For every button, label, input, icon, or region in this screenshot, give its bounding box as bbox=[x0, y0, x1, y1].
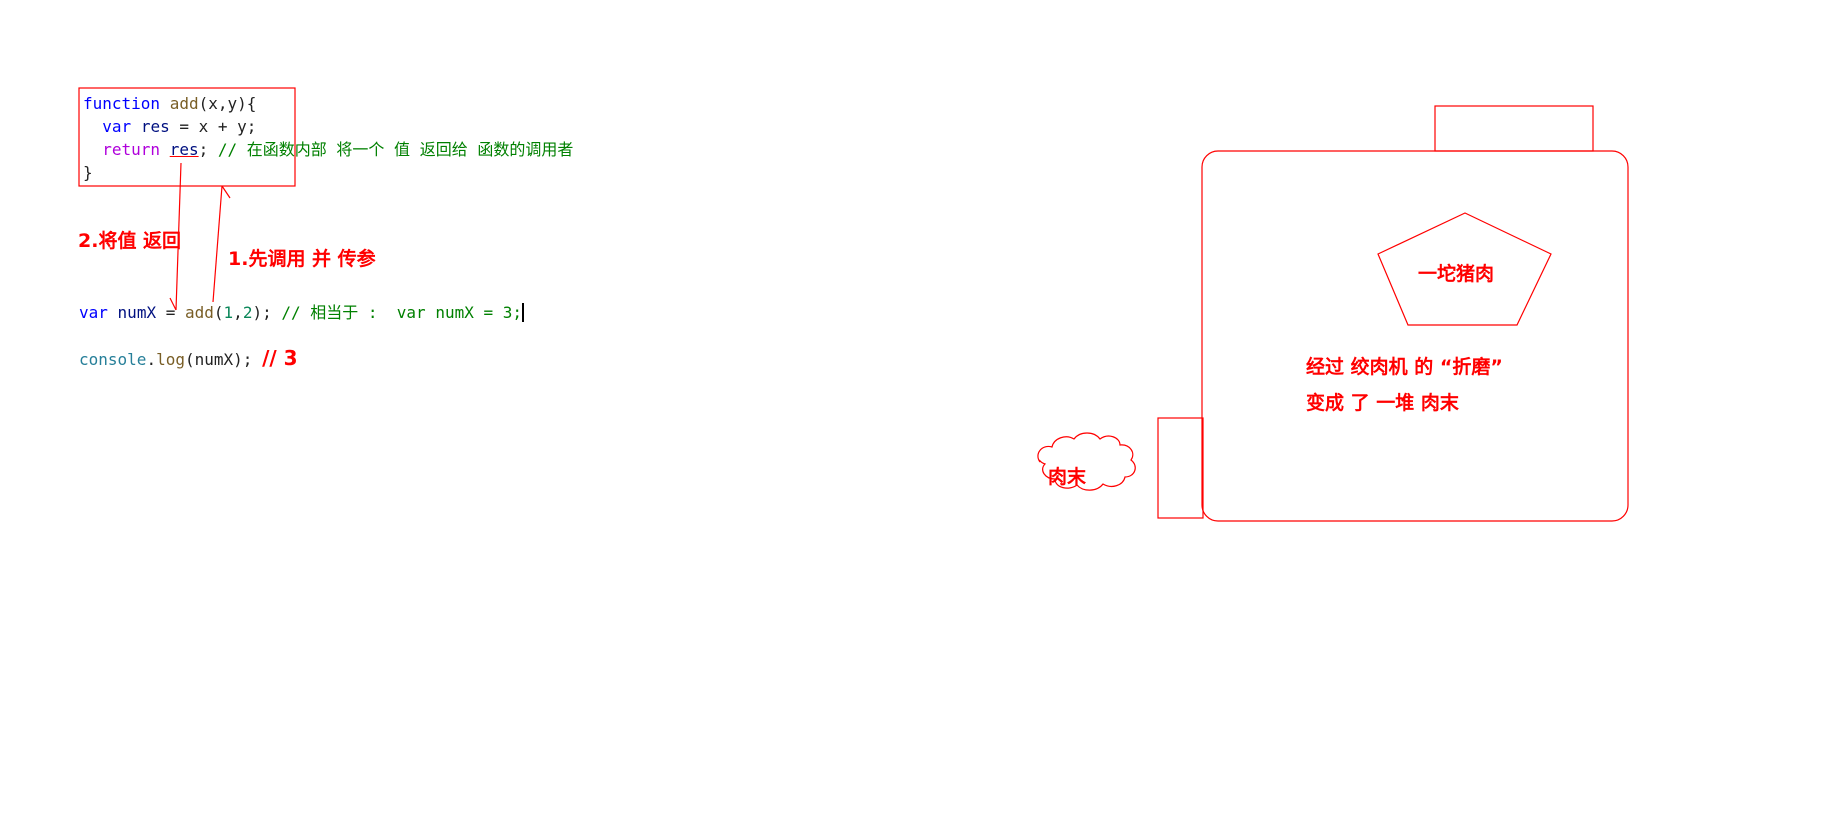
grinder-hopper bbox=[1434, 105, 1594, 152]
code-line-4: } bbox=[83, 161, 93, 184]
call-add: add bbox=[184, 303, 214, 322]
call-arrow-line bbox=[212, 185, 223, 303]
call-and-pass-label: 1.先调用 并 传参 bbox=[228, 248, 376, 270]
code-line-1: function add(x,y){ bbox=[83, 92, 256, 115]
keyword-function: function bbox=[83, 94, 161, 113]
minced-meat-label: 肉末 bbox=[1048, 466, 1087, 488]
variable-numx: numX bbox=[117, 303, 157, 322]
paren-close: ); bbox=[252, 303, 272, 322]
function-name: add bbox=[169, 94, 199, 113]
grinder-outlet bbox=[1157, 417, 1204, 519]
keyword-var-numx: var bbox=[79, 303, 108, 322]
expression: = x + y; bbox=[169, 117, 257, 136]
log-method: log bbox=[156, 350, 185, 369]
closing-brace: } bbox=[83, 163, 93, 182]
paren-open: ( bbox=[213, 303, 224, 322]
arg-2: 2 bbox=[242, 303, 253, 322]
console-object: console bbox=[79, 350, 147, 369]
return-value-res: res bbox=[169, 140, 199, 159]
result-annotation: // 3 bbox=[262, 346, 298, 370]
keyword-return: return bbox=[102, 140, 161, 159]
dot: . bbox=[146, 350, 157, 369]
return-value-label: 2.将值 返回 bbox=[78, 230, 182, 252]
function-params: (x,y){ bbox=[198, 94, 257, 113]
grinder-process-line-1: 经过 绞肉机 的 “折磨” bbox=[1306, 356, 1503, 378]
assign: = bbox=[156, 303, 185, 322]
arg-1: 1 bbox=[223, 303, 234, 322]
pork-label: 一坨猪肉 bbox=[1418, 263, 1495, 285]
code-line-3: return res; // 在函数内部 将一个 值 返回给 函数的调用者 bbox=[83, 138, 573, 161]
code-line-5: var numX = add(1,2); // 相当于 : var numX =… bbox=[79, 301, 525, 324]
equivalent-comment: // 相当于 : var numX = 3; bbox=[281, 303, 523, 322]
semicolon: ; bbox=[198, 140, 209, 159]
call-arrow-head bbox=[221, 185, 231, 199]
variable-res: res bbox=[140, 117, 170, 136]
grinder-process-line-2: 变成 了 一堆 肉末 bbox=[1306, 392, 1459, 414]
return-comment: // 在函数内部 将一个 值 返回给 函数的调用者 bbox=[217, 140, 574, 159]
text-cursor bbox=[522, 303, 525, 322]
code-line-6: console.log(numX); // 3 bbox=[79, 347, 298, 371]
code-line-2: var res = x + y; bbox=[83, 115, 256, 138]
grinder-body bbox=[1201, 150, 1629, 522]
comma: , bbox=[233, 303, 243, 322]
log-args: (numX); bbox=[184, 350, 253, 369]
keyword-var: var bbox=[102, 117, 132, 136]
